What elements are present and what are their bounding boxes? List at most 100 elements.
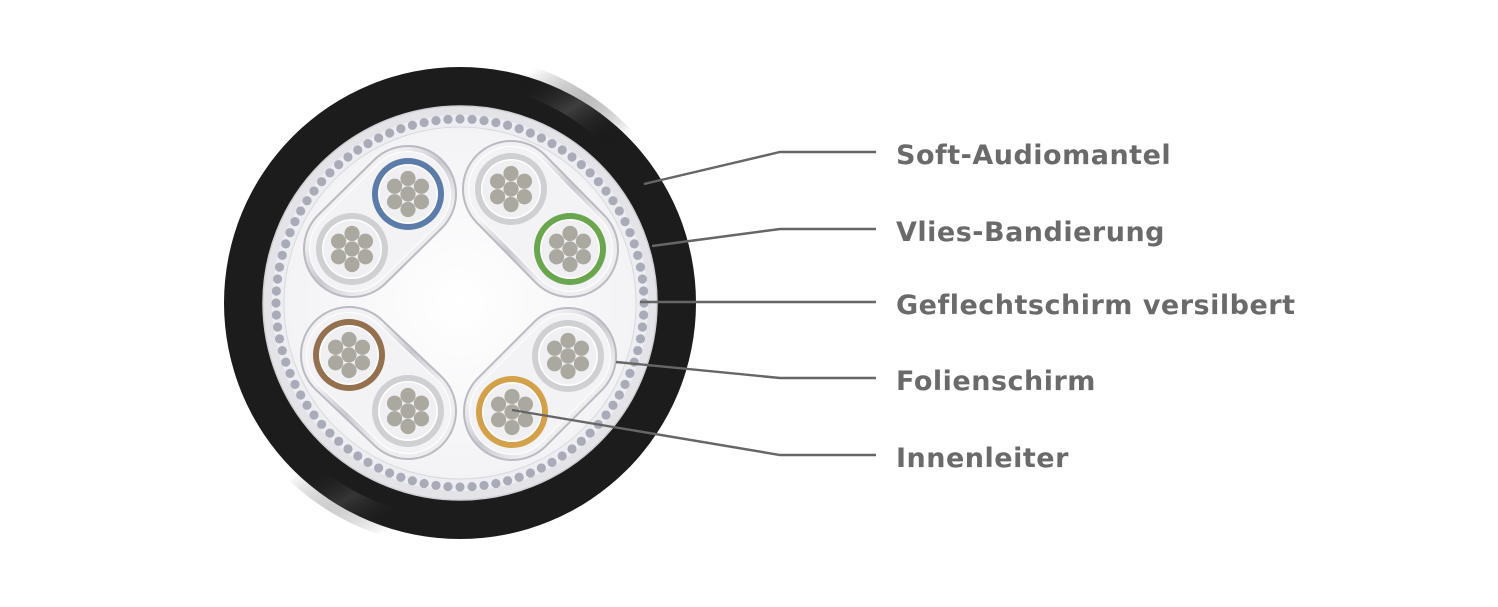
braid-dot [296,206,306,216]
inner-core-area [283,126,637,480]
braid-dot [309,410,319,420]
braid-dot [536,463,546,473]
cable-graphic [224,63,696,540]
strand [575,233,592,249]
conductor-1 [313,319,385,391]
braid-dot [455,482,465,492]
strand [503,181,519,197]
braid-dot [431,480,441,491]
braid-dot [353,145,363,155]
braid-dot [317,177,327,187]
conductor-2 [534,213,606,285]
braid-dot [614,390,624,400]
leader-line-foil [615,360,876,380]
strand [386,194,403,210]
braid-dot [281,357,291,367]
jacket-shine-top [515,63,631,151]
braid-dot [525,128,536,138]
strand [516,189,533,205]
braid-dot [334,436,344,446]
leader-line-fleece [651,227,876,248]
strand [504,419,520,436]
braid-dot [455,114,465,124]
braid-dot [637,322,648,332]
braid-dot [547,457,557,467]
strand [516,173,533,189]
strand [327,355,344,371]
strand [517,396,534,412]
braid-dot [479,480,489,491]
braid-dot [629,239,639,249]
braid-dot [601,410,611,420]
conductor-2 [316,213,388,285]
braid-dot [635,334,646,344]
braid-dot [290,217,300,227]
braid-dot [536,133,546,143]
braid-dot [639,286,649,296]
braid-dot [503,120,513,130]
braid-dot [419,117,429,128]
strand [400,403,416,419]
label-soft-audiomantel: Soft-Audiomantel [896,140,1171,171]
strand [490,396,507,412]
label-innenleiter: Innenleiter [896,443,1069,474]
strand [562,241,578,257]
braid-dot [272,322,283,332]
braid-dot [629,357,639,367]
braid-dot [285,227,295,238]
pair-bottom-left [300,306,457,460]
braid-dot [608,196,618,206]
strand [413,411,430,427]
braid-dot [479,115,489,126]
braid-dot [277,250,287,260]
braid-dot [363,457,373,467]
strand [341,362,357,379]
braid-dot [407,120,417,130]
strand [400,170,416,187]
braid-dot [285,368,295,379]
conductor-1 [372,158,444,230]
strand [354,339,371,355]
braid-dot [374,133,384,143]
strand [400,387,416,404]
braid-dot [271,286,281,296]
braid-dot [309,186,319,196]
strand [413,178,430,194]
label-folienschirm: Folienschirm [896,366,1096,397]
leader-lines [511,150,876,457]
braid-dot [525,468,536,478]
braid-dot [637,274,648,284]
braid-dot [271,298,281,308]
strand [400,418,416,435]
conductor-2 [372,375,444,447]
labels: Soft-Audiomantel Vlies-Bandierung Geflec… [896,140,1296,474]
braid-dot [467,114,477,124]
jacket-shine-bottom [289,458,404,540]
braid-dot [277,346,287,356]
braid-dot [576,160,586,170]
strand [517,412,534,428]
conductor-1 [475,153,547,225]
braid-dot [325,168,335,178]
strand [386,395,403,411]
strand [560,348,576,364]
braid-dot [593,177,603,187]
strand [413,395,430,411]
strand [548,249,565,265]
strand [575,249,592,265]
strand [400,186,416,202]
label-geflechtschirm: Geflechtschirm versilbert [896,290,1296,321]
strand [489,189,506,205]
braid-dot [514,472,524,482]
braid-dot [585,168,595,178]
braid-dot [443,482,453,492]
braid-dot [343,444,353,454]
strand [562,256,578,273]
braid-dot [302,196,312,206]
braid-dot [272,274,283,284]
braid-dot [384,128,395,138]
braid-dot [567,444,577,454]
braid-dot [585,428,595,438]
strand [503,196,519,213]
pair-top-right [462,140,619,298]
